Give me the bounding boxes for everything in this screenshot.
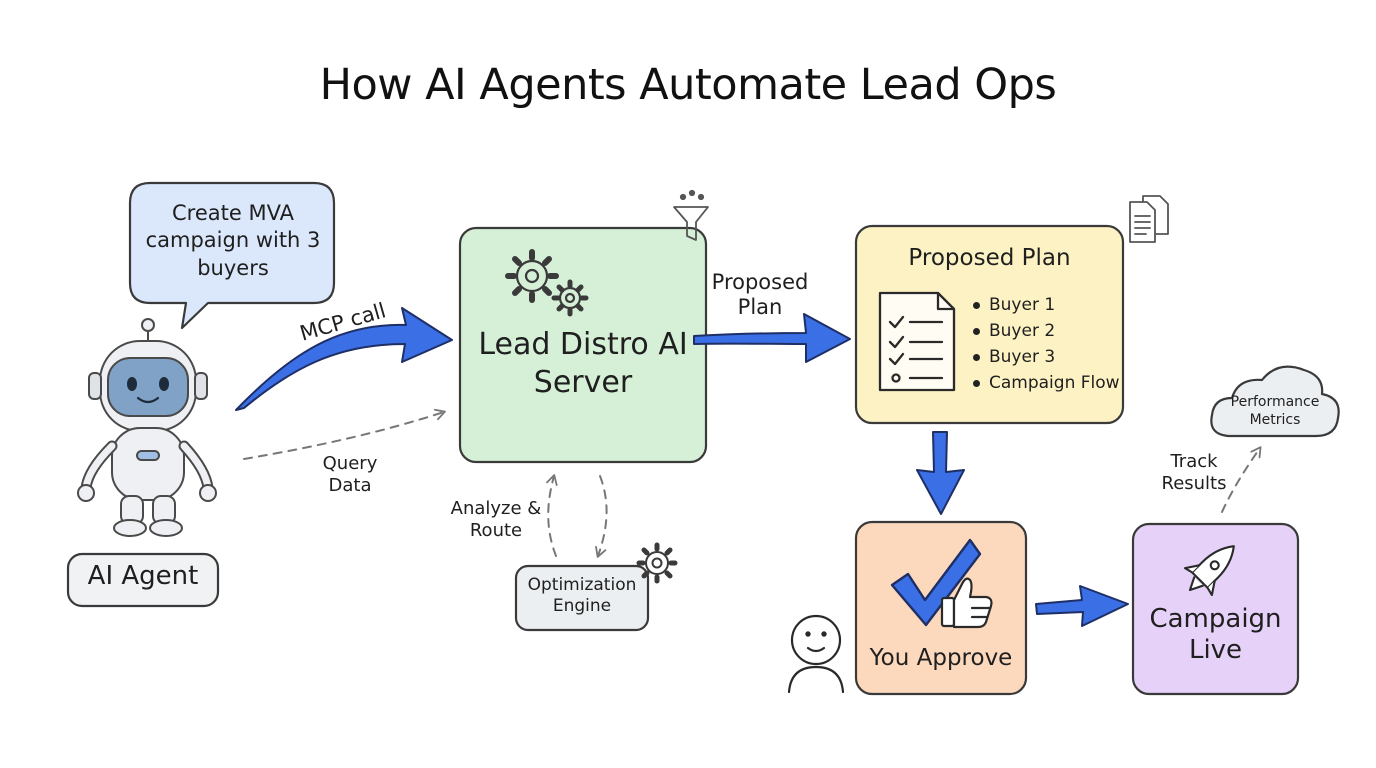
speech-bubble	[128, 181, 336, 330]
checklist-icon	[878, 291, 956, 392]
funnel-icon	[673, 189, 709, 241]
agent-label-box	[66, 552, 220, 608]
person-icon	[787, 614, 845, 694]
agent-request-text: Create MVA campaign with 3 buyers	[145, 201, 321, 280]
proposed-plan-arrow	[693, 313, 851, 363]
analyze-route-label: Analyze & Route	[450, 498, 542, 541]
plan-to-approve-arrow	[916, 431, 965, 515]
page-title: How AI Agents Automate Lead Ops	[319, 60, 1057, 110]
plan-items: Buyer 1 Buyer 2 Buyer 3 Campaign Flow	[970, 292, 1130, 396]
query-data-label: Query Data	[322, 453, 378, 496]
plan-item: Buyer 2	[970, 318, 1130, 344]
approve-label: You Approve	[869, 645, 1013, 671]
metrics-cloud	[1210, 365, 1340, 438]
rocket-icon	[1183, 545, 1235, 597]
documents-icon	[1129, 195, 1169, 243]
approve-to-live-arrow	[1035, 585, 1129, 627]
plan-title: Proposed Plan	[908, 245, 1071, 271]
query-data-arrow	[243, 408, 446, 460]
thumbs-up-icon	[940, 577, 993, 629]
track-results-label: Track Results	[1161, 451, 1227, 494]
engine-box	[514, 564, 650, 632]
gears-icon	[505, 249, 589, 317]
analyze-route-up-arrow	[546, 474, 558, 557]
robot-icon	[77, 318, 217, 537]
engine-label: Optimization Engine	[527, 575, 637, 617]
proposed-plan-edge-label: Proposed Plan	[711, 270, 809, 320]
engine-gear-icon	[636, 542, 678, 584]
mcp-call-arrow	[235, 307, 453, 411]
checkmark-icon	[890, 538, 982, 627]
server-label: Lead Distro AI Server	[478, 327, 688, 400]
live-label: Campaign Live	[1149, 604, 1282, 666]
plan-item: Buyer 1	[970, 292, 1130, 318]
live-box	[1131, 522, 1300, 696]
analyze-route-down-arrow	[595, 475, 608, 558]
metrics-label: Performance Metrics	[1230, 394, 1320, 429]
track-results-arrow	[1221, 446, 1262, 513]
agent-label: AI Agent	[87, 561, 199, 591]
plan-item: Buyer 3	[970, 344, 1130, 370]
plan-item: Campaign Flow	[970, 370, 1130, 396]
